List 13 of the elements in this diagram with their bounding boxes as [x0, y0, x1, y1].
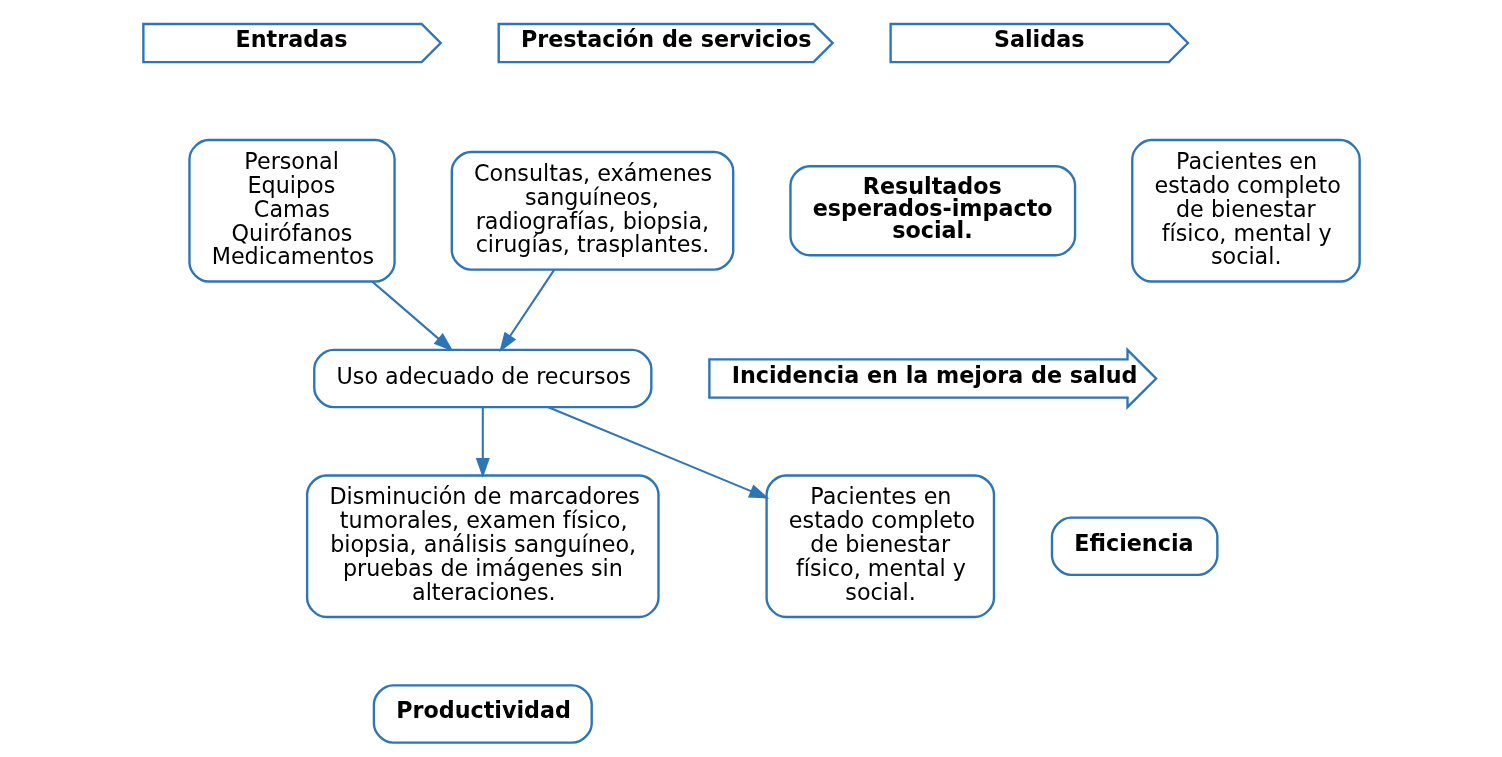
node-box: Consultas, exámenes sanguíneos, radiografías, biopsia, cirugías, trasplantes. — [450, 150, 734, 271]
node-box: Personal Equipos Camas Quirófanos Medicamentos — [187, 138, 396, 283]
arrow — [371, 280, 453, 352]
node-box: Pacientes en estado completo de bienestar físico, mental y social. — [764, 474, 995, 619]
arrow — [498, 269, 555, 353]
node-box: Uso adecuado de recursos — [312, 348, 653, 409]
node-box: Productividad — [372, 684, 593, 744]
arrow — [475, 407, 490, 478]
node-box: Disminución de marcadores tumorales, examen físico, biopsia, análisis sanguíneo, pruebas de imágenes sin alteraciones. — [305, 474, 660, 619]
node-box: Pacientes en estado completo de bienestar físico, mental y social. — [1130, 138, 1361, 283]
node-box: Resultados esperados-impacto social. — [788, 165, 1076, 257]
node-box: Eficiencia — [1050, 516, 1219, 577]
arrow — [547, 406, 769, 499]
